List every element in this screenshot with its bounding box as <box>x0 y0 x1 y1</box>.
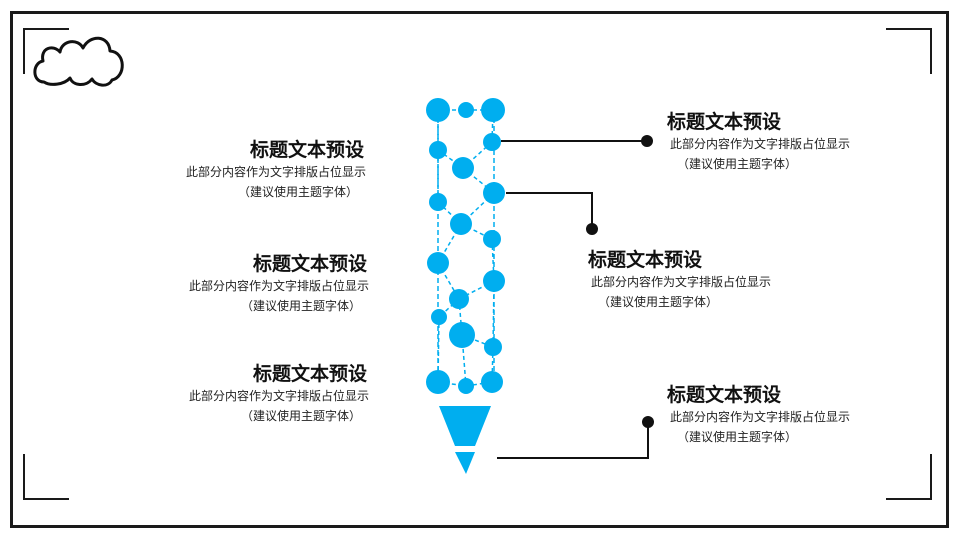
corner-bracket-top-right <box>886 28 932 74</box>
corner-bracket-bottom-right <box>886 454 932 500</box>
block-title: 标题文本预设 <box>667 111 782 133</box>
molecule-node <box>426 370 450 394</box>
molecule-node <box>483 230 501 248</box>
molecule-node <box>458 378 474 394</box>
molecule-node <box>483 182 505 204</box>
block-note: （建议使用主题字体） <box>677 430 798 444</box>
block-note: （建议使用主题字体） <box>240 299 361 313</box>
molecule-nodes <box>426 98 505 394</box>
molecule-node <box>429 141 447 159</box>
molecule-node <box>452 157 474 179</box>
text-block-right-2: 标题文本预设 此部分内容作为文字排版占位显示 （建议使用主题字体） <box>588 248 808 312</box>
block-title: 标题文本预设 <box>252 363 367 385</box>
block-title: 标题文本预设 <box>249 139 364 161</box>
block-title: 标题文本预设 <box>588 249 703 271</box>
corner-bracket-top-left <box>23 28 69 74</box>
outer-frame <box>10 11 949 528</box>
block-description: 此部分内容作为文字排版占位显示 <box>591 275 772 289</box>
block-title: 标题文本预设 <box>252 253 367 275</box>
text-block-right-1: 标题文本预设 此部分内容作为文字排版占位显示 （建议使用主题字体） <box>667 110 887 174</box>
text-block-left-1: 标题文本预设 此部分内容作为文字排版占位显示 （建议使用主题字体） <box>146 138 366 202</box>
molecule-node <box>484 338 502 356</box>
corner-bracket-bottom-left <box>23 454 69 500</box>
molecule-node <box>429 193 447 211</box>
molecule-node <box>481 98 505 122</box>
molecule-node <box>458 102 474 118</box>
molecule-node <box>427 252 449 274</box>
connector-lines <box>497 135 654 459</box>
molecule-node <box>481 371 503 393</box>
connector-dot <box>586 223 598 235</box>
block-note: （建议使用主题字体） <box>598 295 719 309</box>
molecule-node <box>483 270 505 292</box>
molecule-node <box>426 98 450 122</box>
block-description: 此部分内容作为文字排版占位显示 <box>670 410 851 424</box>
molecule-node <box>449 289 469 309</box>
text-block-left-3: 标题文本预设 此部分内容作为文字排版占位显示 （建议使用主题字体） <box>149 362 369 426</box>
molecule-node <box>449 322 475 348</box>
text-block-right-3: 标题文本预设 此部分内容作为文字排版占位显示 （建议使用主题字体） <box>667 383 887 447</box>
connector-dot <box>641 135 653 147</box>
pencil-tip <box>439 406 491 474</box>
molecule-node <box>450 213 472 235</box>
block-title: 标题文本预设 <box>667 384 782 406</box>
block-description: 此部分内容作为文字排版占位显示 <box>670 137 851 151</box>
molecule-node <box>483 133 501 151</box>
text-block-left-2: 标题文本预设 此部分内容作为文字排版占位显示 （建议使用主题字体） <box>149 252 369 316</box>
connector-dot <box>642 416 654 428</box>
molecule-node <box>431 309 447 325</box>
block-note: （建议使用主题字体） <box>237 185 358 199</box>
block-description: 此部分内容作为文字排版占位显示 <box>185 165 366 179</box>
block-description: 此部分内容作为文字排版占位显示 <box>188 389 369 403</box>
block-description: 此部分内容作为文字排版占位显示 <box>188 279 369 293</box>
block-note: （建议使用主题字体） <box>677 157 798 171</box>
block-note: （建议使用主题字体） <box>240 409 361 423</box>
cloud-icon <box>33 36 124 87</box>
